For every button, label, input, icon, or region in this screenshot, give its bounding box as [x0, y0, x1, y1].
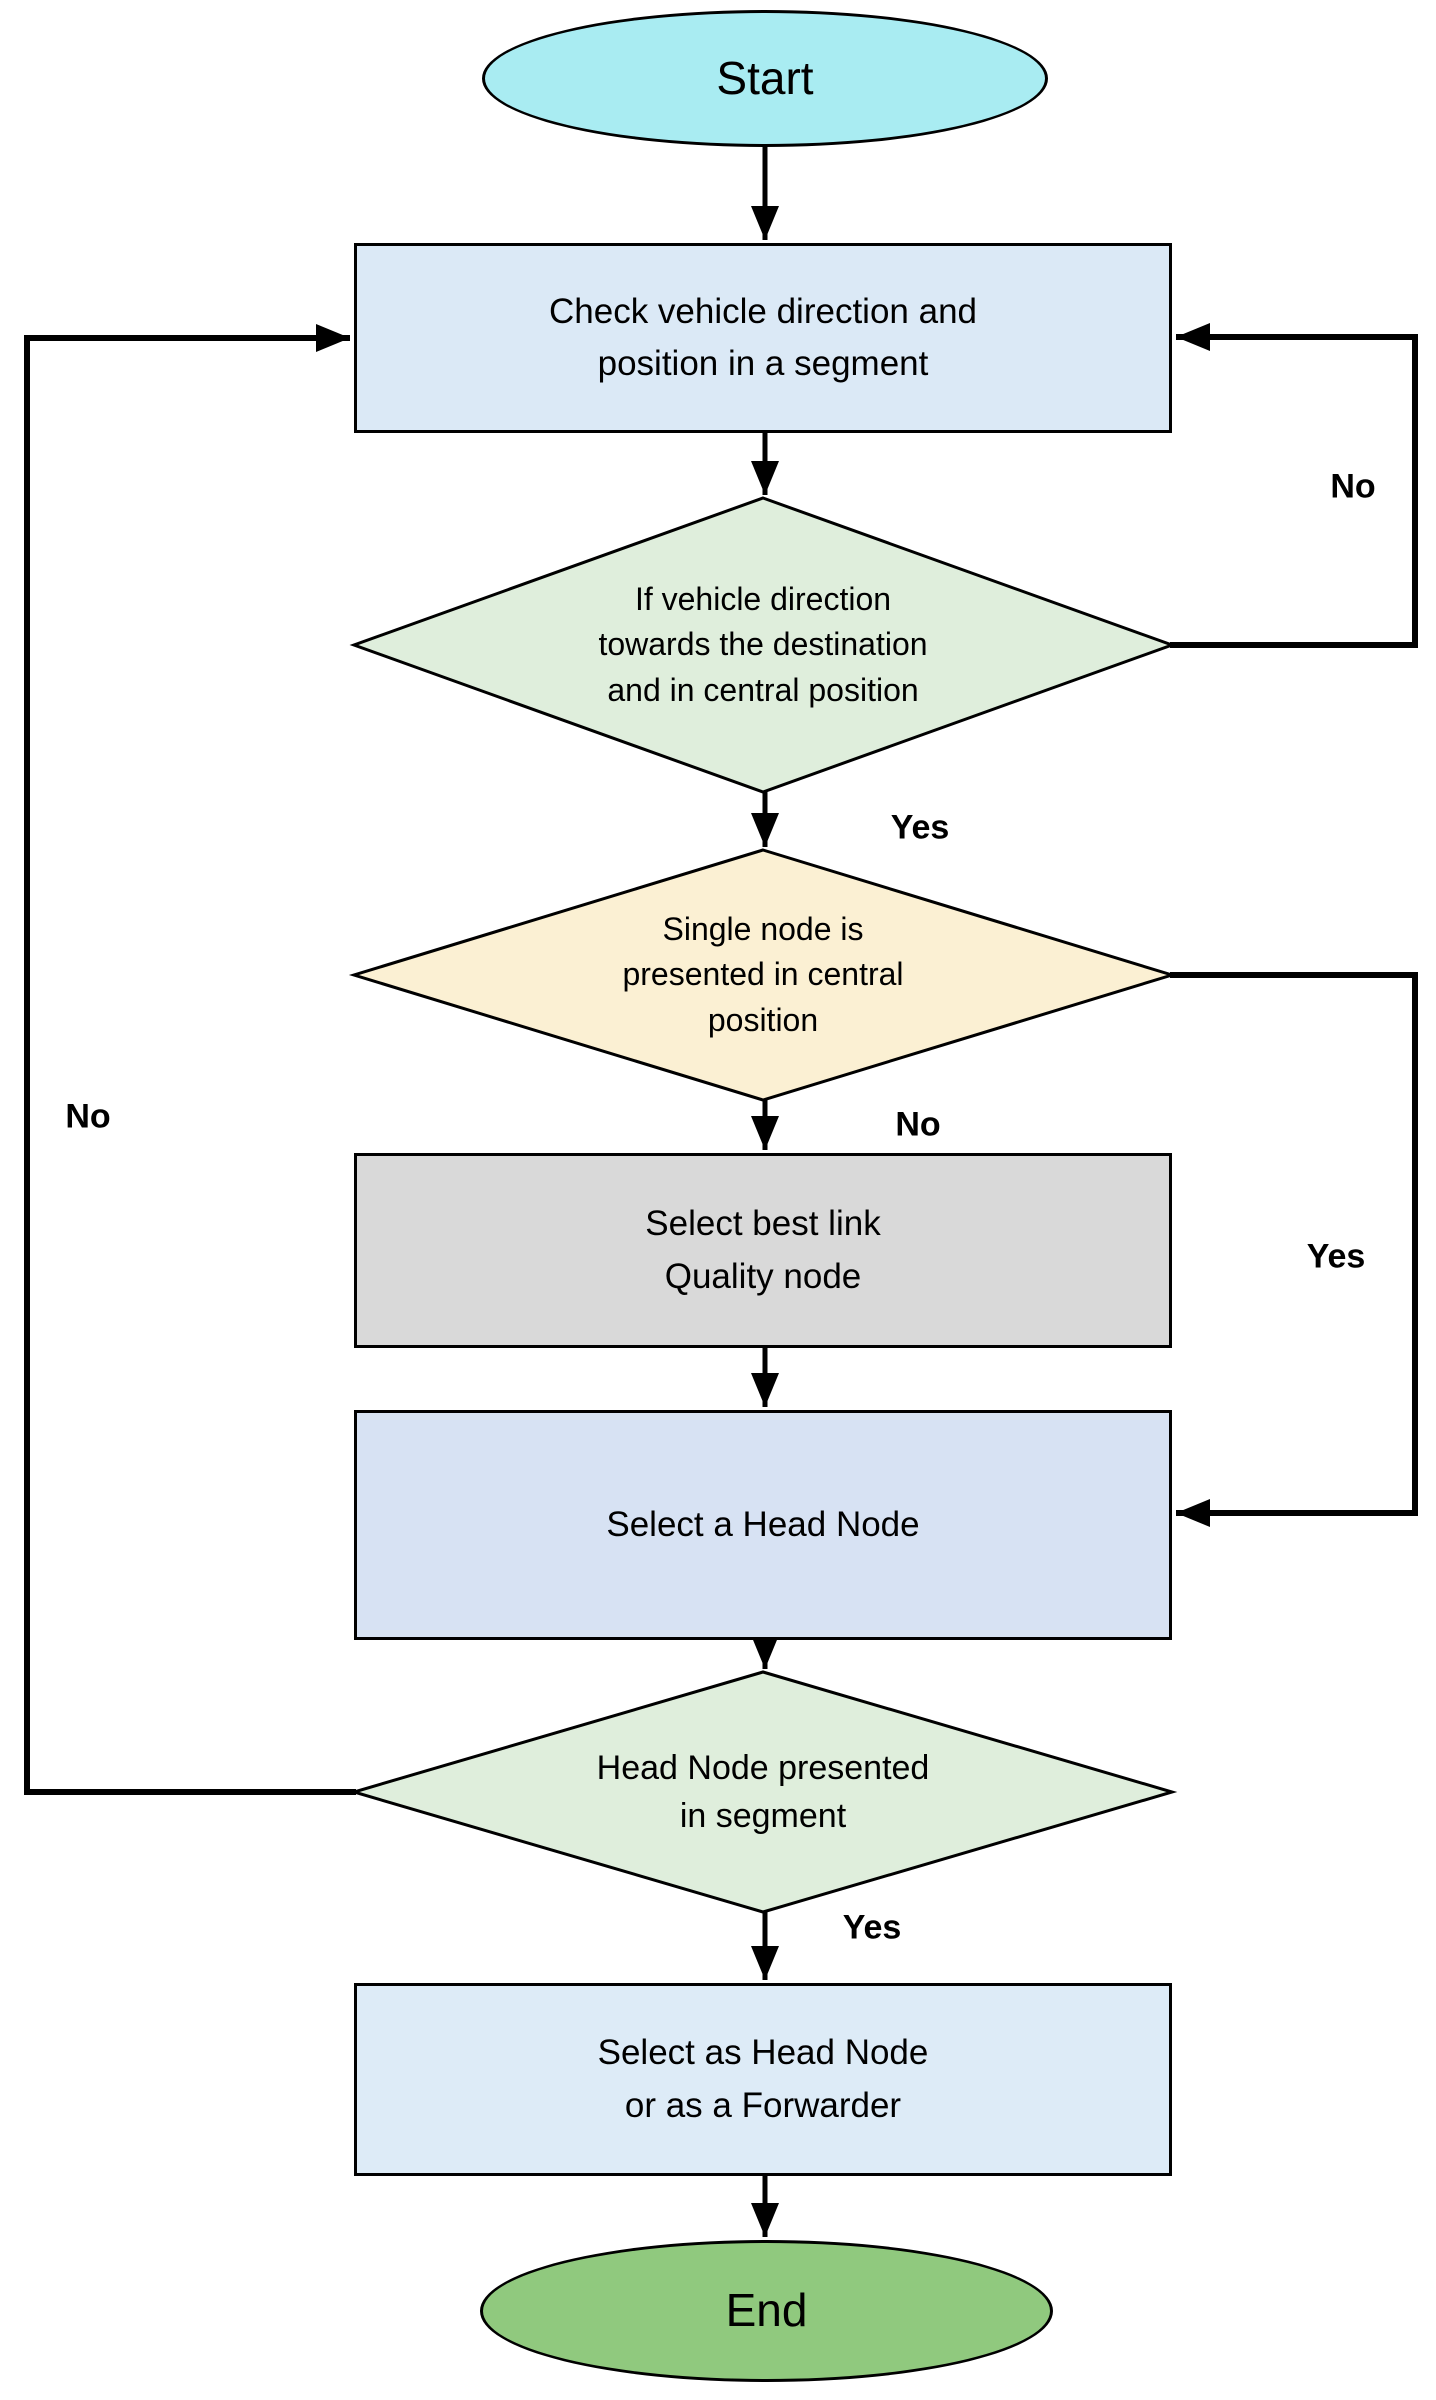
terminator-start: Start — [482, 10, 1048, 147]
decision-single-node — [348, 848, 1178, 1102]
decision-head-node-present — [348, 1670, 1178, 1914]
decision-vehicle-direction — [349, 496, 1177, 794]
edge-head-present-no-loop — [24, 324, 356, 1795]
terminator-end: End — [480, 2240, 1053, 2382]
edge-label-head-present-no: No — [65, 1097, 111, 1136]
process-check-direction-position: Check vehicle direction and position in … — [354, 243, 1172, 433]
edge-label-head-present-yes: Yes — [842, 1908, 902, 1947]
edge-label-direction-yes: Yes — [890, 808, 950, 847]
edge-single-yes-loop — [1170, 972, 1418, 1527]
edge-direction-no-loop — [1170, 323, 1418, 648]
process-select-head-node: Select a Head Node — [354, 1410, 1172, 1640]
process-select-best-link: Select best link Quality node — [354, 1153, 1172, 1348]
edge-label-direction-no: No — [1330, 467, 1376, 506]
edge-label-single-yes: Yes — [1306, 1237, 1366, 1276]
process-select-forwarder: Select as Head Node or as a Forwarder — [354, 1983, 1172, 2176]
edge-label-single-no: No — [895, 1105, 941, 1144]
